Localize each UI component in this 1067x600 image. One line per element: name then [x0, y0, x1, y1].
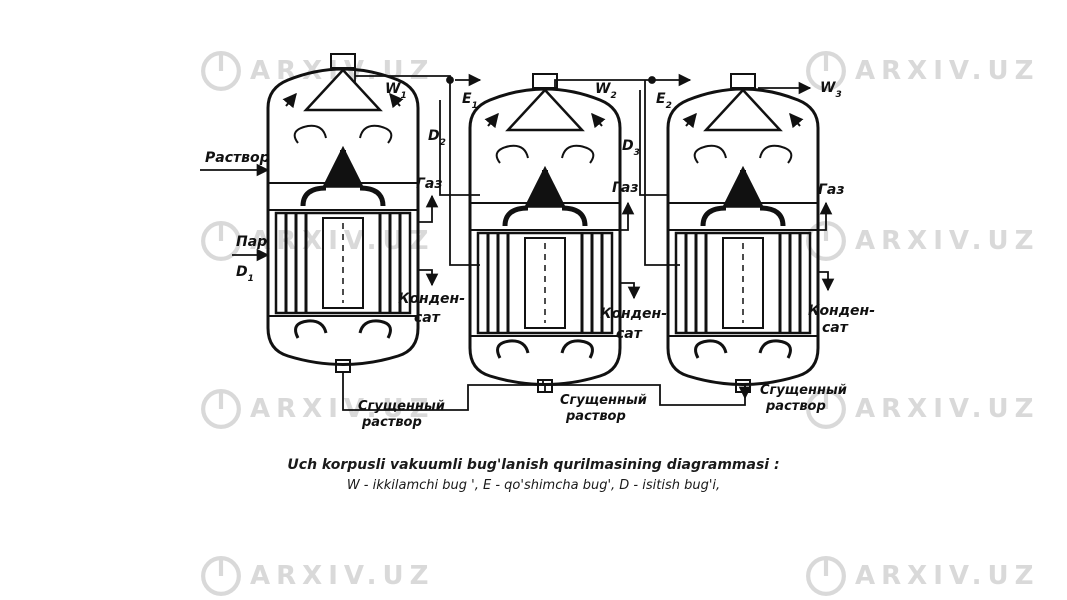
watermark: ARXIV.UZ: [805, 388, 1039, 430]
label-product-2b: раствор: [565, 409, 626, 424]
label-product-1b: раствор: [361, 415, 422, 430]
caption-legend: W - ikkilamchi bug ', E - qo'shimcha bug…: [346, 478, 721, 493]
watermark-text: ARXIV.UZ: [855, 56, 1040, 86]
label-w2: W2: [595, 81, 617, 101]
label-condensate-3b: сат: [822, 320, 849, 336]
label-d2: D2: [428, 128, 446, 148]
watermark: ARXIV.UZ: [200, 388, 434, 430]
label-gas-1: Газ: [416, 176, 443, 192]
evaporator-body-3: [668, 74, 818, 392]
watermark: ARXIV.UZ: [805, 555, 1039, 597]
watermark-logo-icon: [201, 221, 241, 261]
label-d3: D3: [622, 138, 640, 158]
watermark-text: ARXIV.UZ: [250, 394, 435, 424]
watermark-text: ARXIV.UZ: [250, 561, 435, 591]
label-gas-2: Газ: [612, 180, 639, 196]
label-steam-in: Пар: [236, 234, 267, 250]
label-w3: W3: [820, 80, 842, 100]
label-solution-in: Раствор: [205, 150, 270, 166]
watermark-logo-icon: [806, 51, 846, 91]
label-condensate-3a: Конден-: [808, 303, 875, 319]
label-e1: E1: [462, 91, 478, 111]
label-w1: W1: [385, 81, 407, 101]
watermark-logo-icon: [806, 389, 846, 429]
label-gas-3: Газ: [818, 182, 845, 198]
label-d1: D1: [236, 264, 254, 284]
label-product-2a: Сгущенный: [560, 393, 647, 408]
watermark-logo-icon: [806, 556, 846, 596]
label-condensate-1a: Конден-: [398, 291, 465, 307]
caption-title: Uch korpusli vakuumli bug'lanish qurilma…: [287, 457, 780, 473]
watermark-logo-icon: [201, 51, 241, 91]
label-product-1a: Сгущенный: [358, 399, 445, 414]
label-e2: E2: [656, 91, 672, 111]
label-product-3b: раствор: [765, 399, 826, 414]
label-product-3a: Сгущенный: [760, 383, 847, 398]
watermark-logo-icon: [201, 389, 241, 429]
evaporator-body-2: [470, 74, 620, 392]
watermark-text: ARXIV.UZ: [855, 226, 1040, 256]
label-condensate-2a: Конден-: [600, 306, 667, 322]
watermark-text: ARXIV.UZ: [855, 394, 1040, 424]
watermark-text: ARXIV.UZ: [855, 561, 1040, 591]
watermark-logo-icon: [201, 556, 241, 596]
label-condensate-1b: сат: [414, 310, 441, 326]
watermark: ARXIV.UZ: [200, 555, 434, 597]
watermark: ARXIV.UZ: [805, 50, 1039, 92]
evaporator-diagram: W1 E1 D2 Раствор Газ Пар D1 Конден- сат …: [200, 0, 875, 430]
piping: [200, 68, 835, 411]
evaporator-body-1: [268, 54, 418, 372]
label-condensate-2b: сат: [616, 326, 643, 342]
